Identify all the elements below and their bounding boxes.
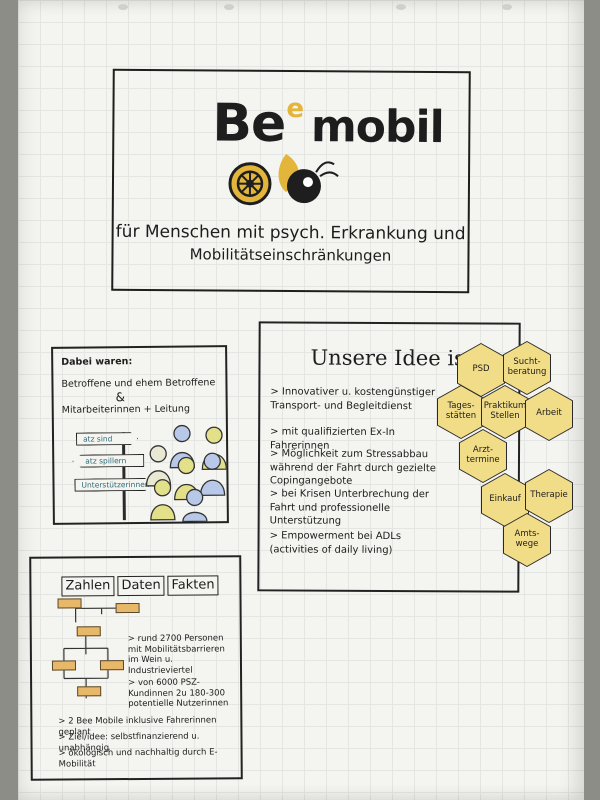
idea-item: > Empowerment bei ADLs (activities of da… [269,530,402,556]
hex-cell: Arzt-termine [460,430,506,482]
hex-cell: Arbeit [526,388,572,440]
people-group-icon [145,424,227,522]
logo-mobil: mobil [310,101,444,154]
fact-line: > rund 2700 Personen mit Mobilitätsbarri… [127,633,225,676]
hex-cell: Amts-wege [504,514,550,566]
label-fakten: Fakten [167,575,219,596]
tagline-line-1: für Menschen mit psych. Erkrankung und [115,221,466,245]
logo-be: Be [212,93,286,154]
logo-superscript-e: e [286,93,304,125]
bee-wheel-icon [224,153,344,207]
participants-line: Mitarbeiterinnen + Leitung [61,403,191,416]
participants-heading: Dabei waren: [61,356,133,368]
participants-box: Dabei waren: Betroffene und ehem Betroff… [51,345,229,525]
ampersand: & [115,390,126,405]
org-node [76,626,101,637]
org-node [57,598,82,609]
tagline-line-2: Mobilitätseinschränkungen [189,245,392,265]
label-daten: Daten [117,575,165,597]
binding-hole [396,4,406,10]
idea-item: > Innovativer u. kostengünstiger Transpo… [270,386,436,412]
org-node [77,686,102,697]
signpost-pole [121,432,126,521]
binding-hole [224,4,234,10]
org-node [51,660,77,671]
idea-item: > Möglichkeit zum Stressabbau während de… [269,448,436,487]
fact-line: > von 6000 PSZ-Kundinnen 2u 180-300 pote… [128,677,229,710]
idea-item: > bei Krisen Unterbrechung der Fahrt und… [269,488,430,527]
binding-hole [118,4,128,10]
org-node [99,660,125,671]
signpost-arrow: atz sind [76,432,138,446]
facts-box: Zahlen Daten Fakten > rund 2700 Personen… [29,555,243,781]
hex-cell: Therapie [526,470,572,522]
honeycomb: PSD Sucht-beratung Tages-stätten Praktik… [436,340,576,570]
org-node [115,602,140,614]
label-zahlen: Zahlen [61,576,115,597]
participants-line: Betroffene und ehem Betroffene [61,377,216,390]
signpost-arrow: atz spillern [72,454,144,468]
hex-cell: Sucht-beratung [504,342,550,394]
binding-hole [502,4,512,10]
fact-line: > ökologisch und nachhaltig durch E-Mobi… [58,747,218,770]
hex-cell: Praktikum Stellen [482,386,528,438]
